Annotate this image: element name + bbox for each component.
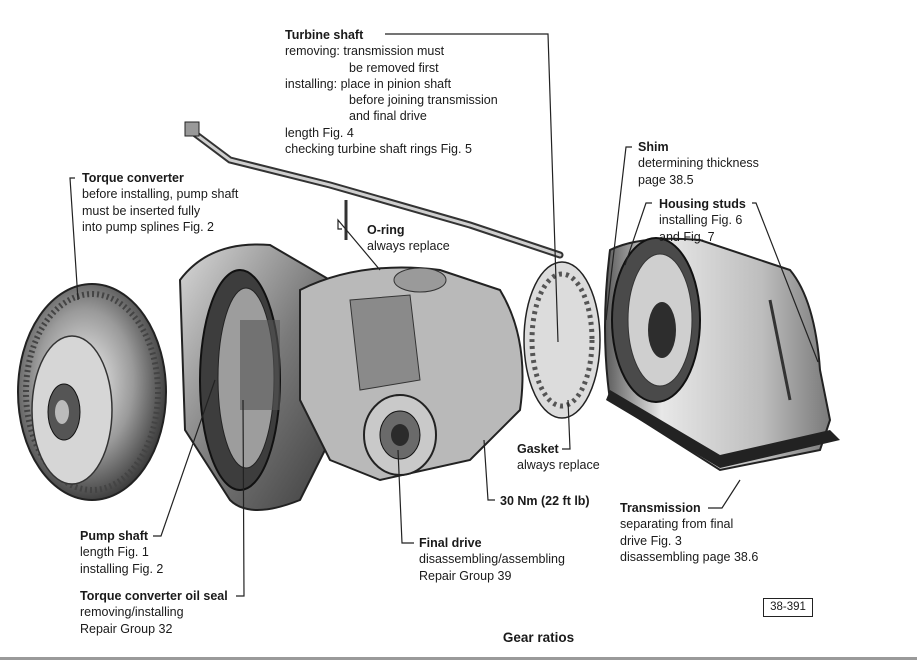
shim-line: page 38.5 xyxy=(638,172,694,187)
gasket-line: always replace xyxy=(517,458,600,473)
turbine-shaft-line: checking turbine shaft rings Fig. 5 xyxy=(285,142,472,157)
shim-title: Shim xyxy=(638,140,669,154)
gasket-title: Gasket xyxy=(517,442,559,456)
torque-converter-line: must be inserted fully xyxy=(82,203,201,218)
label-housing-studs: Housing studs installing Fig. 6 and Fig.… xyxy=(659,196,746,245)
gasket-part xyxy=(523,261,601,419)
transmission-line: drive Fig. 3 xyxy=(620,533,682,548)
transmission-part xyxy=(604,237,840,472)
final-drive-line: disassembling/assembling xyxy=(419,552,565,567)
label-pump-shaft: Pump shaft length Fig. 1 installing Fig.… xyxy=(80,528,163,577)
turbine-shaft-line: be removed first xyxy=(349,60,439,75)
torque-spec-title: 30 Nm (22 ft lb) xyxy=(500,494,590,508)
housing-studs-line: installing Fig. 6 xyxy=(659,213,743,228)
label-torque-spec: 30 Nm (22 ft lb) xyxy=(500,493,590,509)
oil-seal-line: removing/installing xyxy=(80,605,184,620)
label-gasket: Gasket always replace xyxy=(517,441,600,474)
torque-converter-line: into pump splines Fig. 2 xyxy=(82,219,215,234)
o-ring-line: always replace xyxy=(367,239,450,254)
turbine-shaft-line: and final drive xyxy=(349,109,427,124)
final-drive-title: Final drive xyxy=(419,536,482,550)
turbine-shaft-part xyxy=(184,121,564,259)
bottom-divider xyxy=(0,657,917,660)
turbine-shaft-title: Turbine shaft xyxy=(285,28,364,42)
label-final-drive: Final drive disassembling/assembling Rep… xyxy=(419,535,565,584)
torque-converter-part xyxy=(17,283,167,501)
final-drive-part xyxy=(299,266,524,482)
turbine-shaft-line: length Fig. 4 xyxy=(285,125,354,140)
final-drive-line: Repair Group 39 xyxy=(419,568,512,583)
shim-line: determining thickness xyxy=(638,156,759,171)
pump-shaft-line: installing Fig. 2 xyxy=(80,561,164,576)
leader-lines xyxy=(69,33,819,597)
oil-seal-title: Torque converter oil seal xyxy=(80,589,228,603)
o-ring-title: O-ring xyxy=(367,223,405,237)
turbine-shaft-line: installing: place in pinion shaft xyxy=(285,76,452,91)
oil-seal-line: Repair Group 32 xyxy=(80,621,173,636)
turbine-shaft-line: removing: transmission must xyxy=(285,44,445,59)
label-o-ring: O-ring always replace xyxy=(367,222,450,255)
figure-number: 38-391 xyxy=(763,598,813,617)
pump-shaft-title: Pump shaft xyxy=(80,529,149,543)
label-turbine-shaft: Turbine shaft removing: transmission mus… xyxy=(285,27,498,157)
housing-studs-line: and Fig. 7 xyxy=(659,229,715,244)
housing-studs-title: Housing studs xyxy=(659,197,746,211)
figure-caption: Gear ratios xyxy=(502,630,575,645)
pump-shaft-line: length Fig. 1 xyxy=(80,545,149,560)
torque-converter-title: Torque converter xyxy=(82,171,184,185)
turbine-shaft-line: before joining transmission xyxy=(349,93,498,108)
label-torque-converter: Torque converter before installing, pump… xyxy=(82,170,238,235)
label-oil-seal: Torque converter oil seal removing/insta… xyxy=(80,588,228,637)
transmission-line: disassembling page 38.6 xyxy=(620,549,759,564)
transmission-line: separating from final xyxy=(620,517,734,532)
transmission-title: Transmission xyxy=(620,501,701,515)
label-shim: Shim determining thickness page 38.5 xyxy=(638,139,759,188)
torque-converter-line: before installing, pump shaft xyxy=(82,187,239,202)
label-transmission: Transmission separating from final drive… xyxy=(620,500,758,565)
